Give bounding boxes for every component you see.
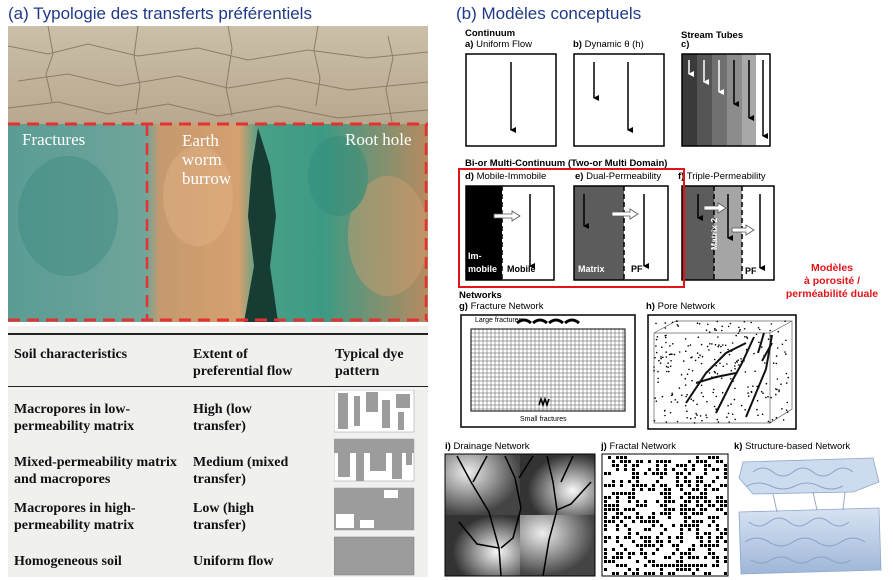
drainage-network-diagram xyxy=(444,453,596,577)
label-pf: PF xyxy=(631,264,643,274)
burrow xyxy=(244,128,278,322)
soil-profile xyxy=(8,124,428,322)
label-immobile-2: mobile xyxy=(468,264,498,274)
soil-photo xyxy=(8,26,428,322)
pore-network-diagram xyxy=(647,314,797,430)
label-large-fractures: Large fractures xyxy=(475,317,523,324)
row-1-soil: Macropores in low-permeability matrix xyxy=(14,402,135,434)
table-rule-top xyxy=(8,333,428,335)
row-2-soil: Mixed-permeability matrix and macropores xyxy=(14,455,177,487)
model-f-label: f) Triple-Permeability xyxy=(678,171,766,182)
continuum-diagrams xyxy=(465,53,771,147)
dye-pattern-uniform xyxy=(334,536,415,576)
diagram-stream-tubes xyxy=(681,53,771,147)
model-g-label: g) Fracture Network xyxy=(459,301,544,312)
model-j-label: j) Fractal Network xyxy=(601,441,676,452)
panel-a-title: (a) Typologie des transferts préférentie… xyxy=(8,4,312,23)
label-root-hole: Root hole xyxy=(345,130,412,149)
stream-tubes-heading: Stream Tubes xyxy=(681,30,744,41)
model-i-label: i) Drainage Network xyxy=(445,441,530,452)
model-h-label: h) Pore Network xyxy=(646,301,716,312)
row-4-extent: Uniform flow xyxy=(193,554,274,569)
networks-heading: Networks xyxy=(459,290,502,301)
continuum-heading: Continuum xyxy=(465,28,516,39)
panel-b-title: (b) Modèles conceptuels xyxy=(456,4,642,23)
row-2-extent: Medium (mixed transfer) xyxy=(193,455,289,487)
diagram-mobile-immobile xyxy=(465,185,555,281)
label-fractures: Fractures xyxy=(22,130,86,149)
model-b-label: b) Dynamic θ (h) xyxy=(573,39,644,50)
model-d-label: d) Mobile-Immobile xyxy=(465,171,547,182)
structure-based-network-diagram xyxy=(733,452,885,578)
dye-patterns xyxy=(334,390,415,576)
label-immobile-1: Im- xyxy=(468,251,482,261)
multi-continuum-heading: Bi-or Multi-Continuum (Two-or Multi Doma… xyxy=(465,158,668,169)
row-1-extent: High (low transfer) xyxy=(193,402,252,434)
model-k-label: k) Structure-based Network xyxy=(734,441,851,452)
table-rule-header xyxy=(8,386,428,387)
label-matrix-2: Matrix 2 xyxy=(709,217,719,250)
dry-crust xyxy=(8,26,428,124)
header-dye: Typical dye pattern xyxy=(335,347,404,379)
diagram-dual-permeability xyxy=(573,185,669,281)
label-small-fractures: Small fractures xyxy=(520,416,567,423)
label-mobile: Mobile xyxy=(507,264,536,274)
dual-models-highlight-box xyxy=(458,168,685,288)
fractal-network-diagram xyxy=(601,453,729,577)
header-extent: Extent of preferential flow xyxy=(193,347,293,379)
model-c-letter: c) xyxy=(681,39,690,50)
diagram-dynamic-theta xyxy=(573,53,665,147)
model-a-label: a) Uniform Flow xyxy=(465,39,533,50)
header-soil: Soil characteristics xyxy=(14,347,128,362)
row-3-extent: Low (high transfer) xyxy=(193,501,255,533)
row-4-soil: Homogeneous soil xyxy=(14,554,122,569)
label-earthworm-burrow: Earth worm burrow xyxy=(182,131,232,188)
label-matrix: Matrix xyxy=(578,264,605,274)
fracture-network-diagram xyxy=(460,314,636,428)
model-e-label: e) Dual-Permeability xyxy=(575,171,662,182)
label-pf-triple: PF xyxy=(745,266,757,276)
diagram-triple-permeability xyxy=(681,185,775,281)
diagram-uniform-flow xyxy=(465,53,557,147)
row-3-soil: Macropores in high-permeability matrix xyxy=(14,501,136,533)
multi-continuum-diagrams xyxy=(465,185,775,281)
